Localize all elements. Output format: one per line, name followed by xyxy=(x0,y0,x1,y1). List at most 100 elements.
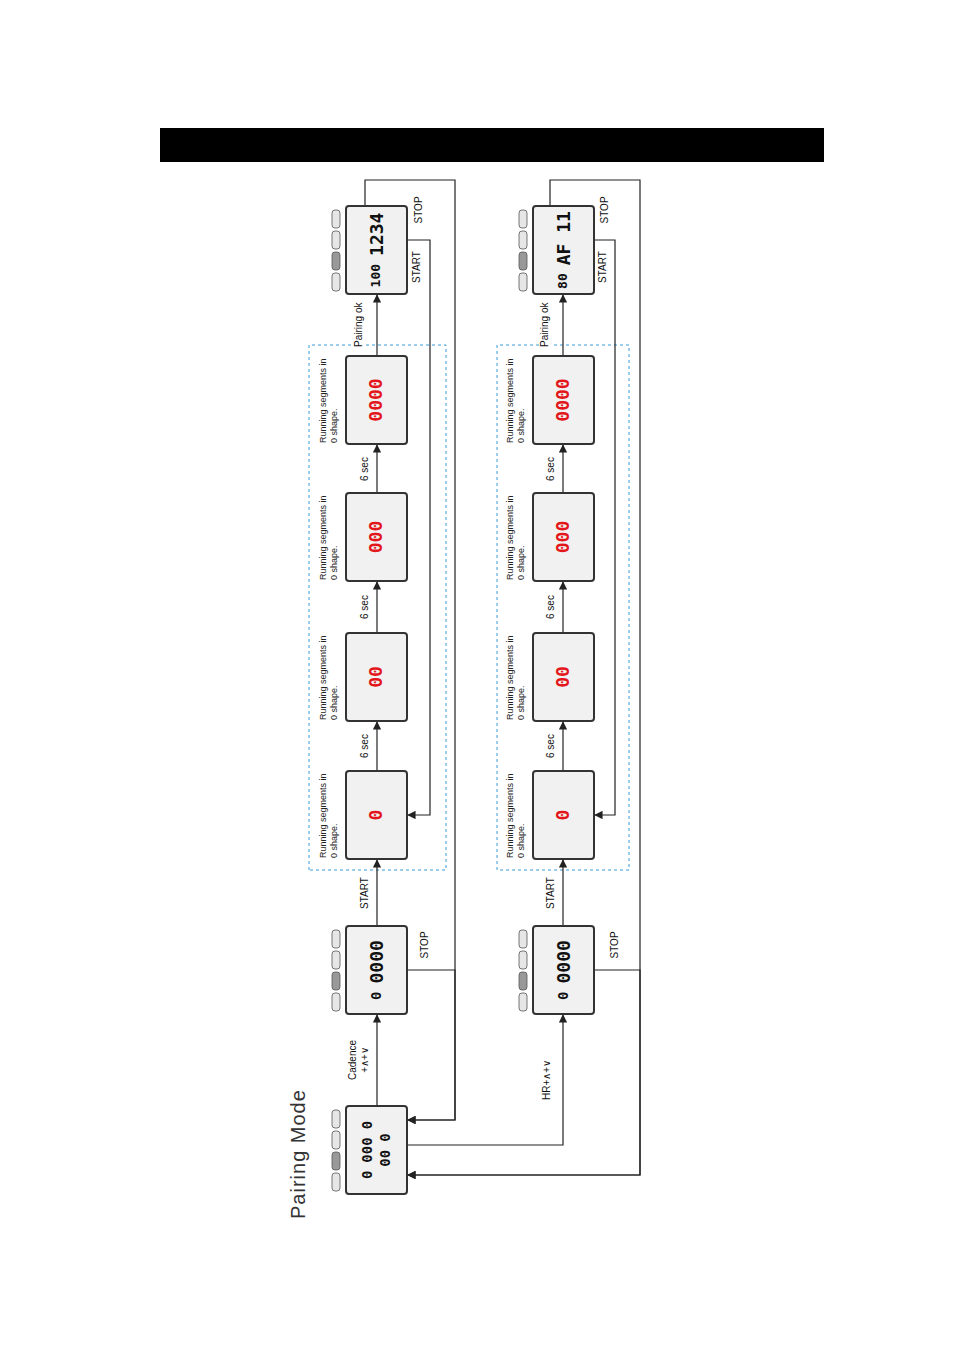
flow-arrow xyxy=(562,445,563,492)
lcd-panel: 000 xyxy=(345,492,408,582)
edge-label: STOP xyxy=(419,929,431,960)
flow-arrow xyxy=(376,722,377,770)
device-button xyxy=(519,972,527,990)
lcd-panel: 000 xyxy=(532,492,595,582)
device-button xyxy=(332,1131,340,1149)
lcd-digits: 0 xyxy=(556,991,571,999)
edge-label: Pairing ok xyxy=(539,301,551,349)
lcd-panel: 00000 xyxy=(345,925,408,1015)
flow-arrow xyxy=(562,860,563,925)
device-button xyxy=(332,210,340,228)
device-button xyxy=(519,993,527,1011)
edge-label: START xyxy=(359,875,371,911)
header-bar xyxy=(160,128,824,162)
button-row xyxy=(332,210,527,1191)
lcd-digits: 0000 xyxy=(553,378,573,421)
lcd-screen-step: Running segments in 0 shape. 00 xyxy=(318,632,408,722)
lcd-digits: 0000 xyxy=(554,940,574,983)
lcd-screen-step: Running segments in 0 shape. 0 xyxy=(505,770,595,860)
device-button xyxy=(332,1173,340,1191)
edge-label: START xyxy=(597,249,609,285)
lcd-digits: 00 xyxy=(366,666,386,688)
device-button xyxy=(332,930,340,948)
flow-arrow xyxy=(595,240,615,815)
edge-label: 6 sec xyxy=(545,593,557,621)
lcd-digits: 000 xyxy=(360,1137,375,1162)
lcd-panel: 00000000 xyxy=(345,1105,408,1195)
step-caption: Running segments in 0 shape. xyxy=(318,355,341,445)
lcd-screen-step: Running segments in 0 shape.00 xyxy=(505,632,595,722)
lcd-screen-step: Running segments in 0 shape. 0000 xyxy=(318,355,408,445)
lcd-panel: 00000 xyxy=(532,925,595,1015)
lcd-panel: 0000 xyxy=(345,355,408,445)
flow-arrow xyxy=(408,240,430,815)
diagram-frame: Pairing Mode0000000000000Running segment… xyxy=(285,165,655,1225)
lcd-digits: 0 xyxy=(553,810,573,821)
device-button xyxy=(519,951,527,969)
lcd-screen: 00000 xyxy=(345,925,408,1015)
diagram-title: Pairing Mode xyxy=(287,1089,310,1219)
edge-label: Cadence +∧+∨ xyxy=(347,1032,371,1088)
lcd-digits: 80 xyxy=(556,273,570,289)
lcd-digits: AF 11 xyxy=(554,211,574,265)
flow-arrow xyxy=(562,295,563,355)
device-button xyxy=(519,930,527,948)
lcd-digits: 0000 xyxy=(367,940,387,983)
lcd-screen-step: Running segments in 0 shape.0000 xyxy=(505,355,595,445)
flow-arrow xyxy=(408,1015,563,1145)
lcd-digits: 0 xyxy=(360,1121,375,1129)
lcd-digits: 0 xyxy=(378,1133,393,1141)
lcd-screen-step: Running segments in 0 shape. 000 xyxy=(318,492,408,582)
lcd-screen-step: Running segments in 0 shape. 0 xyxy=(318,770,408,860)
lcd-screen: 100 1234 xyxy=(345,205,408,295)
device-button xyxy=(519,231,527,249)
flow-arrow xyxy=(562,722,563,770)
dashed-group xyxy=(497,345,629,870)
lcd-panel: 0 xyxy=(345,770,408,860)
flow-arrow xyxy=(408,970,640,1175)
edge-label: 6 sec xyxy=(545,455,557,483)
lcd-digits: 000 xyxy=(366,521,386,554)
edge-label: 6 sec xyxy=(359,593,371,621)
edge-label: STOP xyxy=(413,194,425,225)
lcd-digits: 0 xyxy=(360,1171,375,1179)
device-button xyxy=(332,993,340,1011)
flow-arrow xyxy=(376,445,377,492)
device-button xyxy=(519,210,527,228)
flow-arrow xyxy=(562,582,563,632)
lcd-screen-step: Running segments in 0 shape.000 xyxy=(505,492,595,582)
flow-arrow xyxy=(376,295,377,355)
edge-label: HR+∧+∨ xyxy=(541,1058,553,1102)
device-button xyxy=(332,972,340,990)
device-button xyxy=(332,252,340,270)
lcd-digits: 0 xyxy=(366,810,386,821)
dashed-group xyxy=(309,345,446,870)
lcd-digits: 00 xyxy=(378,1150,393,1167)
device-button xyxy=(519,273,527,291)
edge-label: STOP xyxy=(599,194,611,225)
lcd-digits: 1234 xyxy=(367,213,387,256)
device-button xyxy=(332,231,340,249)
step-caption: Running segments in 0 shape. xyxy=(505,632,528,722)
lcd-digits: 100 xyxy=(369,264,383,287)
flow-arrow xyxy=(408,970,455,1120)
lcd-panel: 0000 xyxy=(532,355,595,445)
device-button xyxy=(332,1152,340,1170)
edge-label: 6 sec xyxy=(359,455,371,483)
lcd-digits: 0 xyxy=(369,991,384,999)
step-caption: Running segments in 0 shape. xyxy=(505,770,528,860)
lcd-screen: 00000 xyxy=(532,925,595,1015)
step-caption: Running segments in 0 shape. xyxy=(318,632,341,722)
edge-label: Pairing ok xyxy=(353,301,365,349)
flow-arrow xyxy=(408,180,640,1175)
step-caption: Running segments in 0 shape. xyxy=(318,770,341,860)
device-button xyxy=(332,1110,340,1128)
lcd-panel: 0 xyxy=(532,770,595,860)
step-caption: Running segments in 0 shape. xyxy=(318,492,341,582)
lcd-digits: 0000 xyxy=(366,378,386,421)
flow-arrow xyxy=(376,860,377,925)
flow-arrow xyxy=(376,582,377,632)
lcd-screen: 80 AF 11 xyxy=(532,205,595,295)
lcd-panel: 80 AF 11 xyxy=(532,205,595,295)
edge-label: 6 sec xyxy=(359,732,371,760)
